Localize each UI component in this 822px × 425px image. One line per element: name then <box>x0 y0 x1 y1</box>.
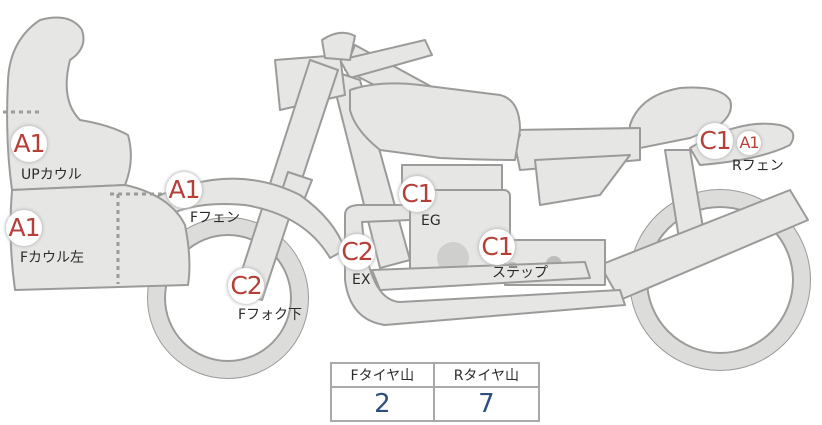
grade-badge-front-cowl-left: A1 <box>6 210 42 246</box>
value-rear-tire: 7 <box>432 386 541 422</box>
seat <box>629 86 732 151</box>
grade-badge-exhaust: C2 <box>339 234 375 270</box>
tire-tread-table: Fタイヤ山 Rタイヤ山 2 7 <box>330 362 541 422</box>
table-value-row: 2 7 <box>330 386 541 422</box>
header-rear-tire: Rタイヤ山 <box>432 362 541 388</box>
front-wheel <box>147 217 309 379</box>
rear-side-panel <box>534 154 631 206</box>
frame-upper <box>339 39 433 79</box>
label-front-fender: Fフェン <box>190 210 241 226</box>
grade-badge-rear-fender: A1 <box>737 131 761 155</box>
label-front-cowl-left: Fカウル左 <box>20 250 85 266</box>
grade-badge-front-fender: A1 <box>166 172 202 208</box>
grade-badge-rear-seat: C1 <box>697 123 733 159</box>
header-front-tire: Fタイヤ山 <box>330 362 435 388</box>
fuel-tank <box>349 82 521 161</box>
swing-arm <box>599 189 809 301</box>
headstock <box>321 31 356 61</box>
label-rear-fender: Rフェン <box>732 158 784 174</box>
grade-badge-up-cowl: A1 <box>11 126 47 162</box>
grade-badge-front-fork: C2 <box>228 268 264 304</box>
label-up-cowl: UPカウル <box>21 167 82 183</box>
label-engine: EG <box>421 213 441 229</box>
label-exhaust: EX <box>352 272 371 288</box>
table-header-row: Fタイヤ山 Rタイヤ山 <box>330 362 541 388</box>
exhaust-lower <box>371 261 591 291</box>
grade-badge-step: C1 <box>479 229 515 265</box>
value-front-tire: 2 <box>330 386 435 422</box>
grade-badge-engine: C1 <box>399 176 435 212</box>
label-step: ステップ <box>492 265 548 281</box>
label-front-fork: Fフォク下 <box>238 307 303 323</box>
